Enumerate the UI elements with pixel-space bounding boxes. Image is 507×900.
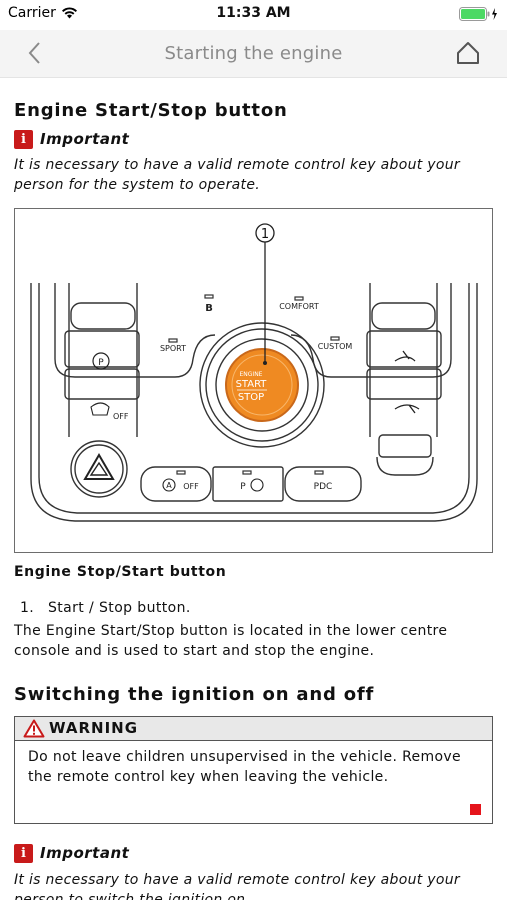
console-illustration: 1 ENGINE START STOP SPORT COMFORT CUSTOM… <box>14 208 493 553</box>
status-time: 11:33 AM <box>216 5 291 21</box>
comfort-label: COMFORT <box>279 302 319 311</box>
callout-number: 1 <box>261 227 269 242</box>
sport-label: SPORT <box>160 344 186 353</box>
custom-label: CUSTOM <box>318 342 353 351</box>
start-stop-button-graphic <box>225 348 299 422</box>
chevron-left-icon[interactable] <box>22 40 48 66</box>
engine-label: ENGINE <box>240 371 263 378</box>
auto-off-label: OFF <box>183 482 199 491</box>
section-heading-engine-button: Engine Start/Stop button <box>14 100 288 121</box>
important-label: Important <box>40 844 130 862</box>
stop-label: STOP <box>238 392 264 403</box>
list-item-number: 1. <box>20 600 35 616</box>
section-heading-ignition: Switching the ignition on and off <box>14 684 375 705</box>
important-text-ignition: It is necessary to have a valid remote c… <box>14 872 460 900</box>
svg-text:A: A <box>166 481 172 490</box>
description-text: The Engine Start/Stop button is located … <box>14 623 448 659</box>
hazard-icon <box>83 453 115 480</box>
esc-off-label: OFF <box>113 412 129 421</box>
warning-box: WARNING Do not leave children unsupervis… <box>14 716 493 824</box>
centre-console-diagram: 1 ENGINE START STOP SPORT COMFORT CUSTOM… <box>30 223 478 522</box>
warning-header: WARNING <box>15 717 492 741</box>
info-icon: i <box>14 130 33 149</box>
important-text: It is necessary to have a valid remote c… <box>14 157 460 193</box>
home-icon[interactable] <box>455 40 481 66</box>
wifi-icon <box>62 7 77 19</box>
battery-icon <box>459 7 497 21</box>
warning-triangle-icon <box>23 719 45 738</box>
status-bar: Carrier 11:33 AM <box>0 0 507 30</box>
park-label: P <box>240 482 246 492</box>
important-label: Important <box>40 130 130 148</box>
warning-title: WARNING <box>49 719 139 737</box>
start-label: START <box>236 379 268 390</box>
warning-text: Do not leave children unsupervised in th… <box>28 749 461 785</box>
auto-hold-icon <box>162 478 176 492</box>
end-of-warning-marker <box>470 804 481 815</box>
nav-bar: Starting the engine <box>0 30 507 78</box>
page-title: Starting the engine <box>164 43 343 64</box>
steering-wheel-icon <box>250 478 264 492</box>
svg-text:P: P <box>98 358 104 368</box>
stability-control-icon <box>90 402 110 416</box>
carrier-label: Carrier <box>8 5 56 21</box>
pdc-label: PDC <box>314 482 333 492</box>
suspension-up-icon <box>394 350 416 362</box>
list-item-text: Start / Stop button. <box>48 600 191 616</box>
figure-caption: Engine Stop/Start button <box>14 564 227 580</box>
list-item: 1. Start / Stop button. <box>20 600 191 616</box>
b-mode-icon: B <box>205 303 213 314</box>
suspension-down-icon <box>394 404 420 414</box>
info-icon: i <box>14 844 33 863</box>
parking-brake-icon <box>92 352 110 370</box>
